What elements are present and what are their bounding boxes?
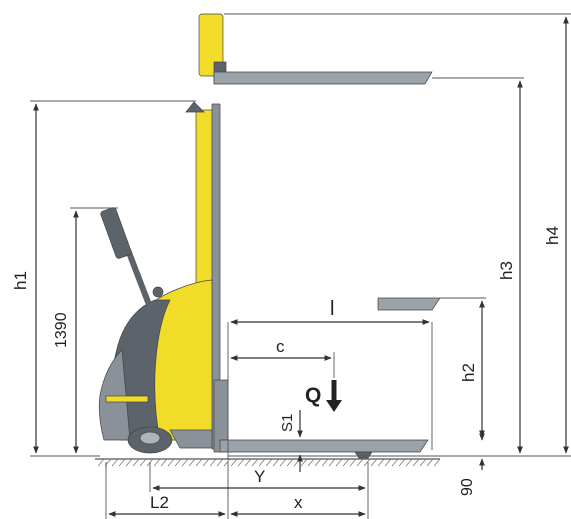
raised-fork <box>213 71 433 85</box>
load-arrow <box>326 380 342 412</box>
hatch-stroke <box>272 458 280 467</box>
hatch-stroke <box>286 458 294 467</box>
mast-top-pulley <box>185 101 205 113</box>
hatch-stroke <box>258 458 266 467</box>
tiller-handle <box>100 207 132 259</box>
hatch-stroke <box>384 458 392 467</box>
h4-label: h4 <box>543 226 562 245</box>
hatch-stroke <box>251 458 259 467</box>
hatch-stroke <box>153 458 161 467</box>
raised-carriage-plate <box>198 13 224 77</box>
hatch-stroke <box>188 458 196 467</box>
hatch-stroke <box>335 458 343 467</box>
hatch-stroke <box>328 458 336 467</box>
hatch-stroke <box>167 458 175 467</box>
tiller-arm <box>125 247 151 305</box>
y-label: Y <box>254 467 265 486</box>
s1-label: S1 <box>279 414 296 432</box>
hatch-stroke <box>363 458 371 467</box>
hatch-stroke <box>356 458 364 467</box>
c-label: c <box>276 337 285 356</box>
chassis-base <box>169 429 213 449</box>
hatch-stroke <box>216 458 224 467</box>
tiller-pivot <box>152 286 164 298</box>
hatch-stroke <box>419 458 427 467</box>
hatch-stroke <box>223 458 231 467</box>
hatch-stroke <box>279 458 287 467</box>
hatch-stroke <box>132 458 140 467</box>
hatch-stroke <box>139 458 147 467</box>
hatch-stroke <box>321 458 329 467</box>
hatch-stroke <box>265 458 273 467</box>
hatch-stroke <box>237 458 245 467</box>
h2-fork <box>377 297 441 311</box>
hatch-stroke <box>433 458 441 467</box>
hatch-stroke <box>174 458 182 467</box>
hatch-stroke <box>293 458 301 467</box>
ground-hatch <box>95 458 441 467</box>
extension-lines <box>30 13 571 519</box>
hatch-stroke <box>342 458 350 467</box>
hatch-stroke <box>160 458 168 467</box>
l2-label: L2 <box>150 493 169 512</box>
hatch-stroke <box>391 458 399 467</box>
hatch-stroke <box>307 458 315 467</box>
hatch-stroke <box>209 458 217 467</box>
hatch-stroke <box>111 458 119 467</box>
hatch-stroke <box>398 458 406 467</box>
tiller-height-label: 1390 <box>53 312 70 348</box>
hatch-stroke <box>405 458 413 467</box>
hatch-stroke <box>244 458 252 467</box>
h2-label: h2 <box>459 363 478 382</box>
drive-wheel-hub <box>139 431 161 445</box>
hatch-stroke <box>300 458 308 467</box>
l-label: l <box>330 298 334 320</box>
hatch-stroke <box>314 458 322 467</box>
h1-label: h1 <box>11 271 30 290</box>
hatch-stroke <box>195 458 203 467</box>
lower-fork <box>219 439 429 453</box>
h3-label: h3 <box>497 261 516 280</box>
x-label: x <box>294 493 303 512</box>
hatch-stroke <box>370 458 378 467</box>
hatch-stroke <box>426 458 434 467</box>
hatch-stroke <box>97 458 105 467</box>
hatch-stroke <box>125 458 133 467</box>
lower-fork-assembly <box>213 379 429 459</box>
tiller <box>100 207 164 305</box>
hatch-stroke <box>377 458 385 467</box>
hatch-stroke <box>349 458 357 467</box>
load-label: Q <box>305 384 321 407</box>
hatch-stroke <box>181 458 189 467</box>
hatch-stroke <box>118 458 126 467</box>
ground-clearance-label: 90 <box>459 478 476 496</box>
chassis <box>98 279 213 454</box>
hatch-stroke <box>202 458 210 467</box>
hatch-stroke <box>230 458 238 467</box>
raised-carriage <box>198 13 433 85</box>
hatch-stroke <box>412 458 420 467</box>
fork-roller <box>354 451 373 459</box>
chassis-yellow-stripe <box>105 395 149 403</box>
